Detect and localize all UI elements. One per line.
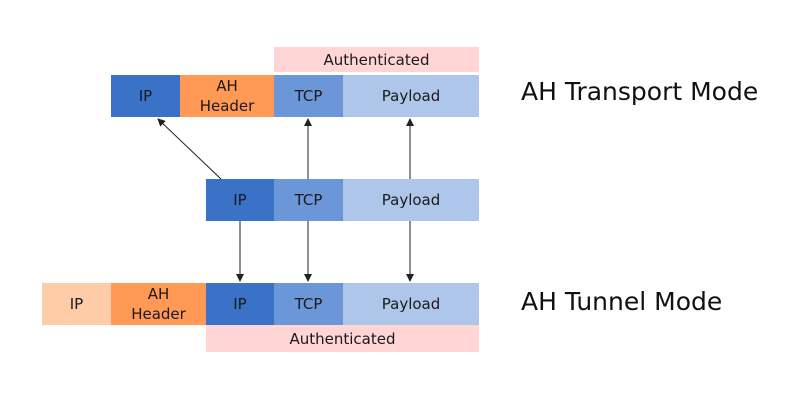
arrow-ip-to-transport-ip bbox=[157, 118, 222, 180]
transport-ah-header: AH Header bbox=[180, 75, 274, 117]
tunnel-mode-label: AH Tunnel Mode bbox=[521, 287, 723, 316]
tunnel-inner-ip-header: IP bbox=[206, 283, 274, 325]
original-ip-header: IP bbox=[206, 179, 274, 221]
tunnel-tcp-segment: TCP bbox=[274, 283, 343, 325]
tunnel-payload-segment: Payload bbox=[343, 283, 479, 325]
transport-mode-label: AH Transport Mode bbox=[521, 77, 759, 106]
tunnel-outer-ip-header: IP bbox=[42, 283, 111, 325]
tunnel-authenticated-band: Authenticated bbox=[206, 325, 479, 352]
original-payload-segment: Payload bbox=[343, 179, 479, 221]
transport-authenticated-band: Authenticated bbox=[274, 47, 479, 72]
transport-tcp-segment: TCP bbox=[274, 75, 343, 117]
transport-payload-segment: Payload bbox=[343, 75, 479, 117]
transport-ip-header: IP bbox=[111, 75, 180, 117]
tunnel-ah-header: AH Header bbox=[111, 283, 206, 325]
original-tcp-segment: TCP bbox=[274, 179, 343, 221]
